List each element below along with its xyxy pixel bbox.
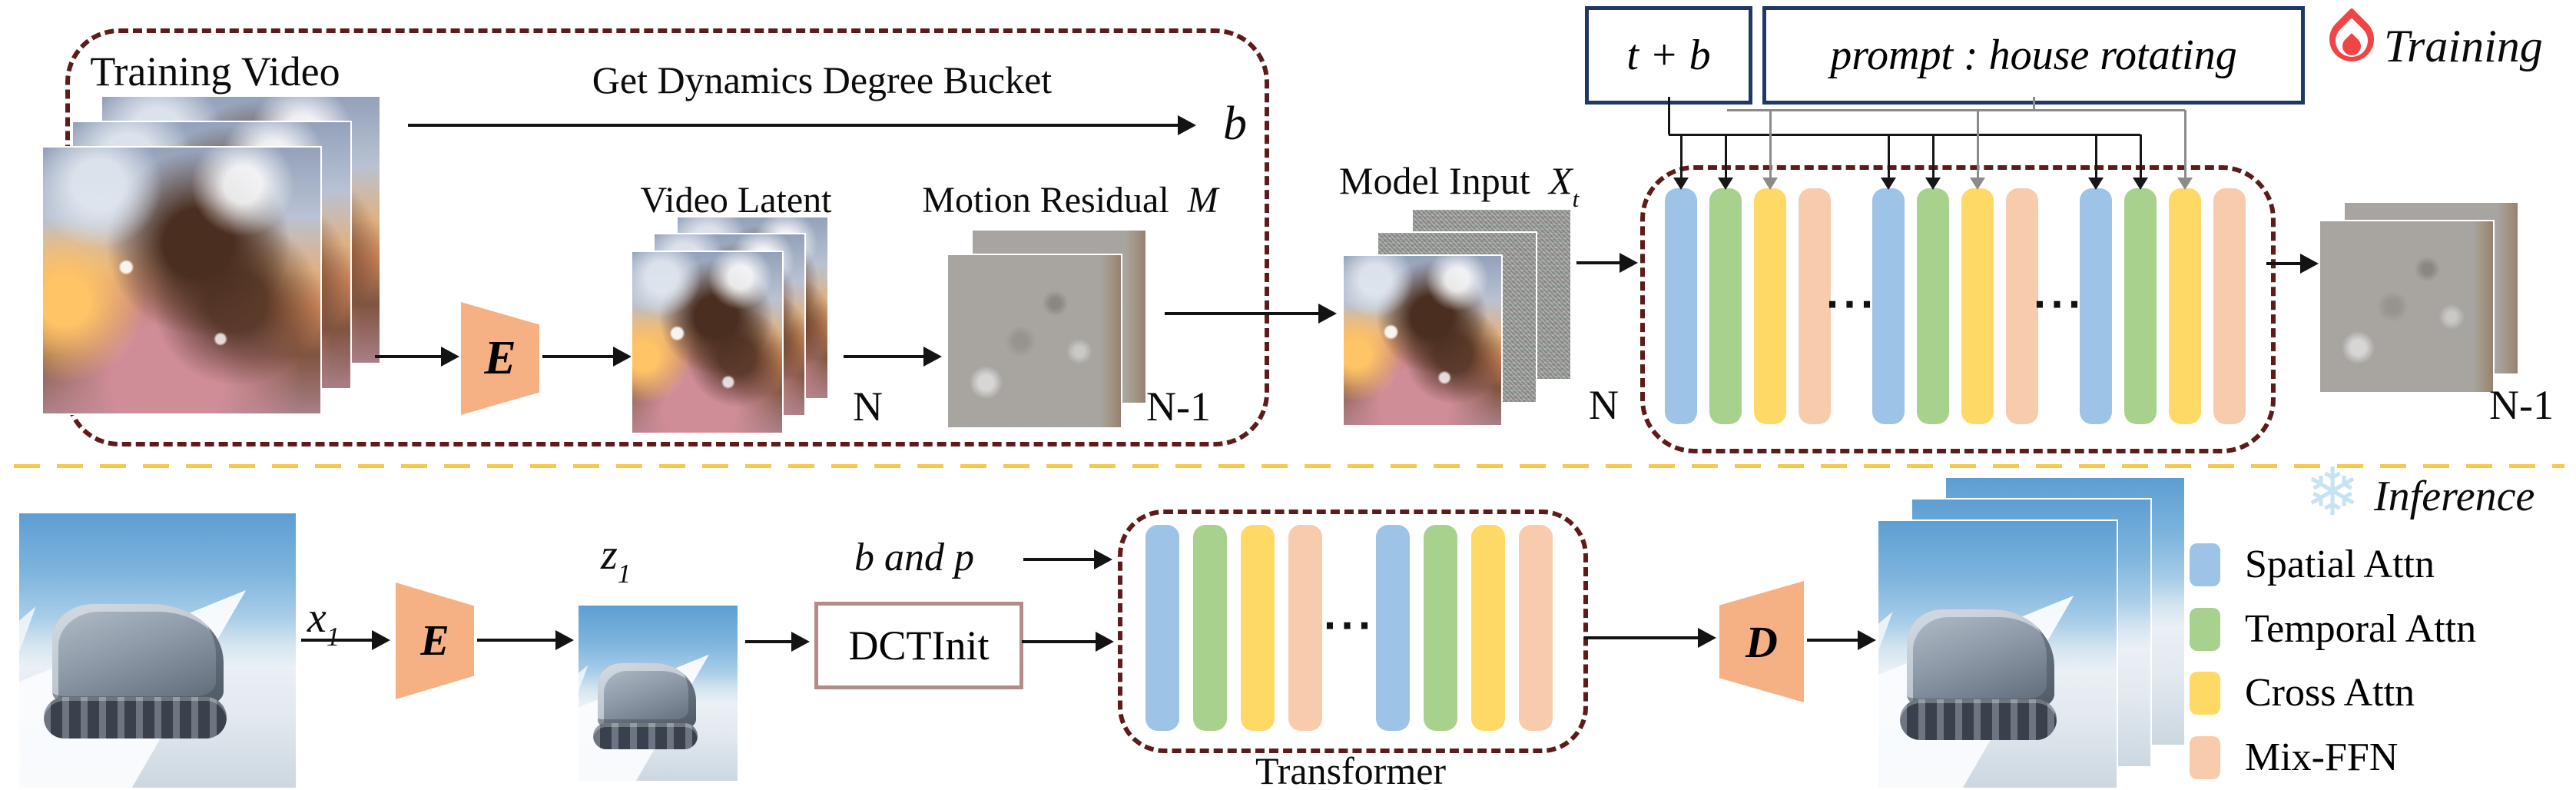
decoder: D	[1719, 581, 1804, 702]
temporal-block	[1709, 188, 1742, 424]
spatial-block	[1872, 188, 1905, 424]
output-count-label: N-1	[2489, 382, 2554, 428]
training-transformer-box	[1640, 165, 2276, 453]
conditioning-arrow	[1976, 110, 1979, 178]
legend-swatch-temporal	[2190, 608, 2220, 651]
timestep-box: t + b	[1585, 6, 1752, 105]
legend-swatch-spatial	[2190, 543, 2220, 586]
decoder-output-arrow	[1807, 639, 1858, 642]
transformer-label: Transformer	[1255, 749, 1447, 790]
spatial-block	[1376, 525, 1410, 731]
conditioning-arrow	[2183, 110, 2186, 178]
transformer-output-arrow	[2266, 262, 2300, 265]
model-input-label: Model Input Xt	[1339, 159, 1580, 212]
model-input-frame	[1344, 256, 1501, 425]
inference-tag: Inference	[2374, 473, 2535, 520]
spatial-block	[1145, 525, 1179, 731]
inference-input-image	[19, 513, 296, 788]
mixffn-block	[2213, 188, 2246, 424]
ellipsis: ···	[1323, 605, 1375, 646]
snowflake-icon: ❄	[2305, 454, 2361, 531]
mixffn-block	[1799, 188, 1831, 424]
motion-residual-label: Motion Residual M	[922, 180, 1218, 221]
encoder-symbol: E	[420, 617, 449, 665]
residual-count-label: N-1	[1146, 383, 1211, 430]
ellipsis: ···	[1825, 283, 1878, 325]
latent-symbol-label: z1	[601, 531, 632, 589]
model-input-subscript: t	[1572, 184, 1580, 212]
encoder-to-latent-arrow	[542, 355, 613, 358]
mixffn-block	[1519, 525, 1553, 731]
conditioning-arrow	[2139, 134, 2142, 178]
spatial-block	[1665, 188, 1697, 424]
legend-swatch-cross	[2190, 672, 2220, 715]
encoder-symbol: E	[484, 332, 516, 384]
temporal-block	[1424, 525, 1457, 731]
dynamics-bucket-arrow	[408, 124, 1178, 127]
conditioning-arrow	[1931, 134, 1934, 178]
motion-residual-symbol: M	[1187, 180, 1218, 221]
prompt-feeder-stub	[2032, 97, 2035, 110]
inference-transformer-box	[1118, 510, 1588, 753]
transformer-to-decoder-arrow	[1584, 636, 1698, 639]
cross-block	[2169, 188, 2201, 424]
temporal-block	[2124, 188, 2157, 424]
cross-block	[1241, 525, 1275, 731]
dct-to-transformer-arrow	[1022, 640, 1096, 643]
cross-block	[1961, 188, 1994, 424]
conditioning-arrow	[1724, 134, 1727, 178]
legend-label-temporal: Temporal Attn	[2245, 607, 2477, 651]
conditioning-arrow	[1679, 134, 1683, 178]
prompt-feeder-line	[1727, 108, 2185, 111]
video-latent-frame	[632, 252, 782, 433]
dynamics-bucket-label: Get Dynamics Degree Bucket	[592, 58, 1053, 101]
ellipsis: ···	[2033, 283, 2085, 325]
mixffn-block	[2006, 188, 2038, 424]
model-input-symbol: X	[1549, 159, 1573, 202]
training-tag: Training	[2384, 21, 2543, 71]
conditioning-arrow	[2094, 134, 2097, 178]
residual-to-modelinput-arrow	[1165, 312, 1318, 315]
decoder-symbol: D	[1746, 616, 1778, 667]
video-to-encoder-arrow	[375, 355, 441, 358]
flame-icon	[2319, 5, 2384, 71]
timestep-feeder-line	[1669, 133, 2140, 136]
timestep-feeder-stub	[1667, 97, 1670, 134]
mixffn-block	[1288, 525, 1322, 731]
cross-block	[1471, 525, 1505, 731]
motion-residual-frame	[948, 255, 1121, 427]
latent-count-label: N	[853, 383, 883, 430]
latent-to-residual-arrow	[844, 355, 923, 358]
temporal-block	[1917, 188, 1949, 424]
legend-label-spatial: Spatial Attn	[2245, 543, 2435, 586]
z-to-dct-arrow	[745, 640, 791, 643]
input-symbol-label: x1	[307, 594, 340, 652]
modelinput-to-transformer-arrow	[1576, 261, 1620, 264]
inference-latent-image	[579, 606, 738, 781]
output-video-frame	[1878, 521, 2117, 788]
legend-label-cross: Cross Attn	[2245, 671, 2415, 715]
conditioning-arrow	[1887, 134, 1890, 178]
encoder-to-z-arrow	[477, 639, 555, 642]
input-to-encoder-arrow	[301, 639, 372, 642]
temporal-block	[1193, 525, 1227, 731]
legend-label-mixffn: Mix-FFN	[2245, 735, 2399, 779]
prompt-box: prompt : house rotating	[1762, 6, 2305, 105]
model-input-count-label: N	[1589, 382, 1619, 428]
legend-swatch-mixffn	[2190, 736, 2220, 779]
output-residual-frame	[2320, 221, 2493, 392]
condition-label: b and p	[854, 536, 974, 579]
bucket-symbol: b	[1223, 98, 1247, 150]
section-divider	[14, 464, 2564, 468]
spatial-block	[2080, 188, 2112, 424]
video-latent-label: Video Latent	[640, 180, 832, 221]
encoder-infer: E	[396, 583, 474, 699]
training-video-frame	[43, 148, 320, 413]
cross-block	[1754, 188, 1786, 424]
conditioning-arrow	[1769, 110, 1772, 178]
training-video-label: Training Video	[90, 48, 340, 95]
dctinit-box: DCTInit	[814, 602, 1023, 689]
condition-arrow	[1023, 558, 1094, 561]
